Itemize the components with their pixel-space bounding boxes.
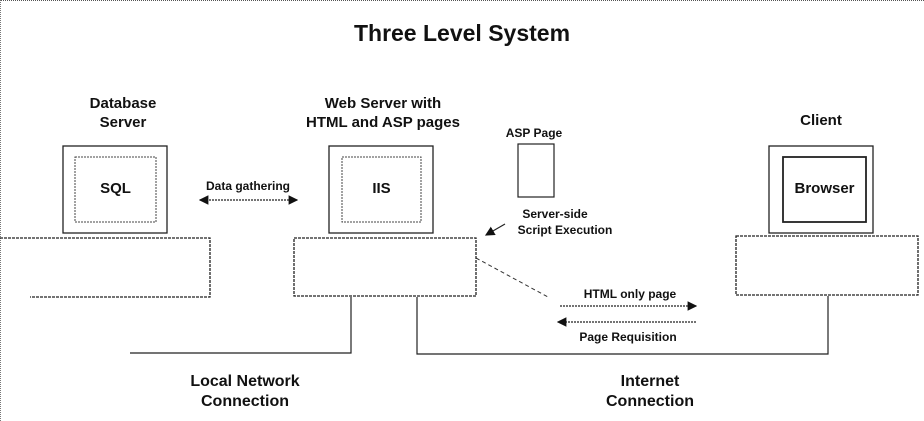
data-gathering-label: Data gathering bbox=[205, 179, 290, 193]
page-requisition-label: Page Requisition bbox=[579, 330, 677, 344]
web-server-computer bbox=[293, 145, 477, 297]
webserver-label-line2: HTML and ASP pages bbox=[306, 114, 460, 131]
iis-label: IIS bbox=[372, 180, 391, 197]
client-screen bbox=[782, 156, 867, 223]
client-monitor bbox=[768, 145, 874, 234]
client-computer bbox=[735, 145, 919, 296]
webserver-base bbox=[293, 237, 477, 297]
diagonal-dashed-line bbox=[475, 257, 549, 298]
server-side-label-line1: Server-side bbox=[522, 207, 588, 221]
database-monitor bbox=[62, 145, 168, 234]
internet-label-line2: Connection bbox=[606, 393, 694, 410]
asp-page-label: ASP Page bbox=[505, 126, 563, 140]
database-label-line1: Database bbox=[89, 95, 157, 112]
client-base bbox=[735, 235, 919, 296]
database-screen bbox=[74, 156, 157, 223]
database-label-line2: Server bbox=[99, 114, 147, 131]
server-side-label-line2: Script Execution bbox=[517, 223, 613, 237]
internet-line bbox=[416, 296, 829, 355]
database-server-computer bbox=[0, 145, 211, 298]
local-network-line bbox=[130, 297, 352, 354]
html-only-label: HTML only page bbox=[583, 287, 677, 301]
webserver-label-line1: Web Server with bbox=[324, 95, 442, 112]
webserver-monitor bbox=[328, 145, 434, 234]
sql-label: SQL bbox=[100, 180, 131, 197]
diagram-title: Three Level System bbox=[353, 20, 571, 46]
internet-label-line1: Internet bbox=[620, 373, 680, 390]
database-base bbox=[0, 237, 211, 298]
local-network-label-line1: Local Network bbox=[190, 373, 300, 390]
client-label: Client bbox=[800, 112, 842, 129]
local-network-label-line2: Connection bbox=[201, 393, 289, 410]
webserver-screen bbox=[341, 156, 422, 223]
server-side-arrow bbox=[484, 223, 506, 236]
asp-page-document bbox=[517, 143, 555, 198]
browser-label: Browser bbox=[794, 180, 855, 197]
